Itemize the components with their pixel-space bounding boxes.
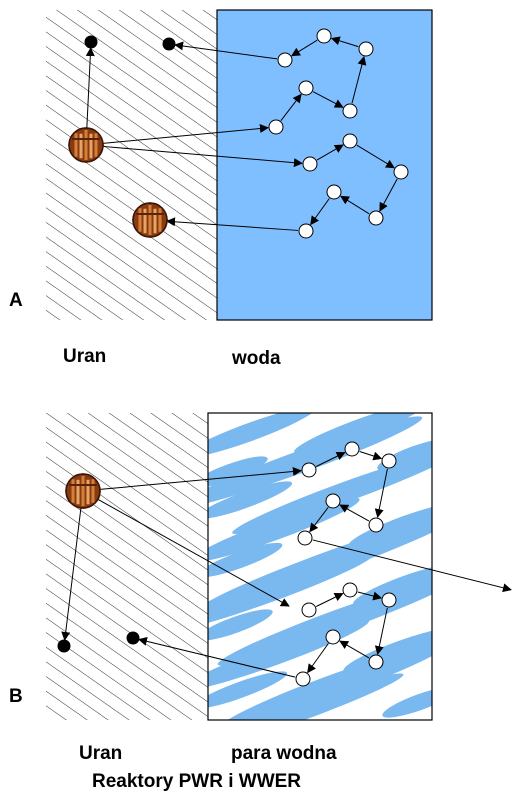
absorbed-neutron-marker: [162, 37, 176, 51]
uranium-nucleus: [68, 127, 104, 163]
neutron-path-arrow: [374, 607, 388, 656]
neutron-path-arrow: [357, 591, 383, 601]
steam-blob: [222, 642, 432, 720]
neutron-path-arrow: [99, 467, 302, 490]
panel-b: [46, 412, 512, 721]
free-neutron-marker: [358, 41, 374, 57]
steam-blob: [208, 673, 404, 720]
neutron-path-arrow: [356, 144, 395, 169]
steam-label: para wodna: [231, 743, 337, 764]
steam-region-border: [207, 412, 433, 721]
water-region: [216, 9, 433, 321]
neutron-path-arrow: [280, 93, 302, 121]
steam-blob: [208, 671, 288, 709]
steam-blob: [208, 542, 283, 578]
free-neutron-marker: [268, 119, 284, 135]
steam-blob: [208, 416, 423, 508]
free-neutron-marker: [368, 517, 384, 533]
neutron-path-arrow: [309, 507, 329, 533]
free-neutron-marker: [326, 184, 342, 200]
uranium-label-b: Uran: [79, 743, 123, 764]
steam-blob: [294, 413, 426, 454]
steam-blob: [208, 619, 370, 691]
uranium-region-a: [46, 10, 218, 320]
neutron-path-arrow: [359, 450, 383, 461]
neutron-path-arrow: [315, 452, 346, 467]
neutron-markers-a: [68, 28, 409, 239]
free-neutron-marker: [368, 654, 384, 670]
uranium-nucleus: [132, 202, 168, 238]
free-neutron-marker: [381, 592, 397, 608]
neutron-path-arrow: [312, 539, 512, 593]
free-neutron-marker: [368, 210, 384, 226]
neutron-path-arrow: [166, 217, 299, 231]
absorbed-neutron-marker: [57, 639, 71, 653]
steam-blob: [232, 449, 432, 535]
neutron-path-arrow: [307, 643, 329, 674]
neutron-path-arrow: [374, 468, 388, 519]
neutron-path-arrow: [102, 124, 269, 144]
free-neutron-marker: [295, 671, 311, 687]
steam-blob: [208, 456, 268, 488]
neutron-path-arrow: [339, 640, 370, 659]
free-neutron-marker: [342, 103, 358, 119]
steam-blob: [217, 574, 432, 666]
neutron-path-arrow: [310, 198, 330, 226]
neutron-path-arrow: [97, 498, 290, 607]
neutron-path-arrow: [351, 55, 367, 104]
steam-blob: [208, 481, 293, 519]
steam-blobs: [208, 413, 432, 720]
panel-a: [46, 9, 433, 321]
neutron-path-arrow: [174, 41, 278, 60]
neutron-path-arrow: [291, 39, 318, 57]
free-neutron-marker: [298, 80, 314, 96]
free-neutron-marker: [316, 28, 332, 44]
free-neutron-marker: [344, 441, 360, 457]
neutron-path-arrow: [137, 636, 296, 678]
neutron-markers-b: [57, 441, 397, 687]
diagram-caption: Reaktory PWR i WWER: [92, 771, 302, 792]
steam-blob: [208, 553, 374, 631]
free-neutron-marker: [393, 164, 409, 180]
neutron-path-arrow: [102, 145, 303, 168]
free-neutron-marker: [297, 530, 313, 546]
free-neutron-marker: [277, 52, 293, 68]
steam-blob: [208, 413, 316, 458]
free-neutron-marker: [298, 223, 314, 239]
neutron-path-arrow: [315, 593, 344, 607]
steam-blob: [208, 497, 360, 563]
neutron-path-arrow: [316, 144, 344, 161]
steam-blob: [208, 609, 273, 641]
neutron-path-arrow: [85, 47, 95, 129]
neutron-path-arrow: [379, 178, 398, 212]
panel-b-letter: B: [9, 686, 23, 707]
neutron-path-arrow: [330, 36, 359, 48]
neutron-path-arrow: [339, 504, 370, 522]
neutron-paths-a: [85, 36, 398, 231]
absorbed-neutron-marker: [126, 631, 140, 645]
absorbed-neutron-marker: [84, 35, 98, 49]
free-neutron-marker: [381, 453, 397, 469]
neutron-path-arrow: [61, 507, 82, 641]
neutron-path-arrow: [340, 195, 370, 215]
uranium-label-a: Uran: [63, 346, 107, 367]
panel-a-letter: A: [9, 290, 23, 311]
free-neutron-marker: [342, 133, 358, 149]
free-neutron-marker: [302, 156, 318, 172]
free-neutron-marker: [342, 582, 358, 598]
water-label: woda: [232, 348, 281, 369]
steam-blob: [382, 686, 432, 718]
neutron-paths-b: [61, 450, 512, 678]
neutron-path-arrow: [312, 91, 344, 108]
uranium-region-b: [46, 413, 210, 720]
free-neutron-marker: [325, 493, 341, 509]
free-neutron-marker: [301, 602, 317, 618]
free-neutron-marker: [301, 462, 317, 478]
uranium-nucleus: [65, 473, 101, 509]
free-neutron-marker: [325, 629, 341, 645]
